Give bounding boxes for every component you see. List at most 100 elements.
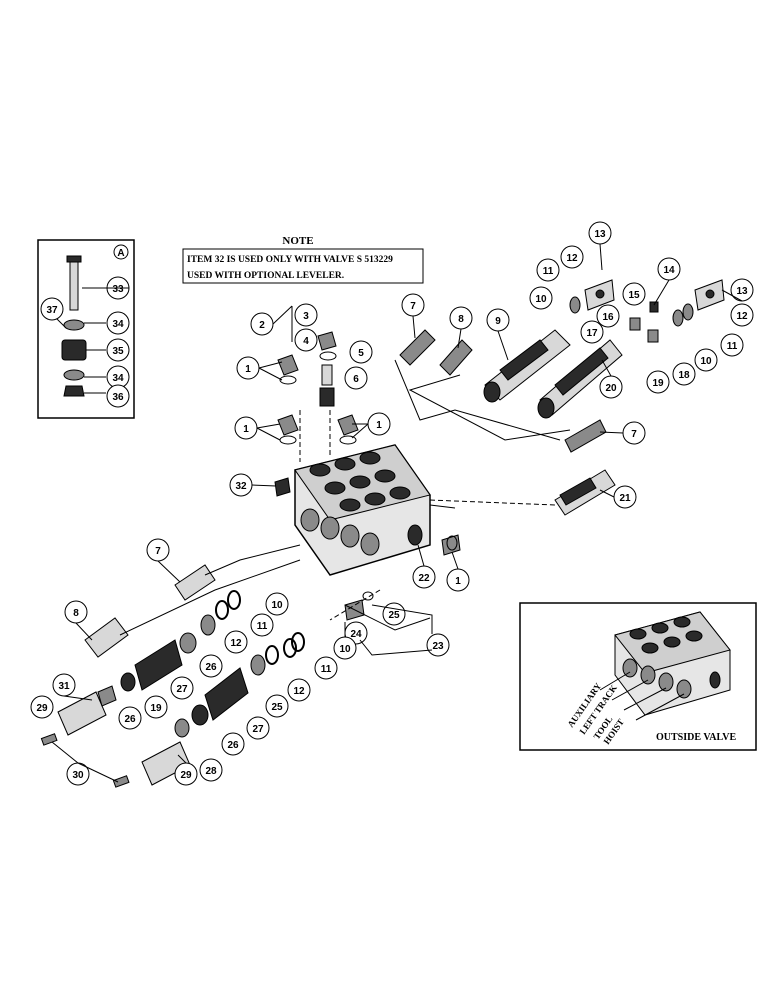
svg-text:12: 12 [293, 686, 305, 697]
svg-text:37: 37 [46, 305, 58, 316]
callout-2: 2 [250, 312, 274, 336]
callout-10d: 10 [333, 636, 357, 660]
end-caps-29 [40, 685, 191, 788]
svg-text:25: 25 [388, 610, 400, 621]
svg-text:35: 35 [112, 346, 124, 357]
svg-text:1: 1 [245, 364, 251, 375]
callout-25b: 25 [265, 694, 289, 718]
detail-a-panel: A [37, 239, 135, 419]
bushing-part [61, 339, 87, 361]
callout-6: 6 [344, 366, 368, 390]
svg-text:13: 13 [736, 286, 748, 297]
callout-34a: 34 [106, 311, 130, 335]
callout-12d: 12 [287, 678, 311, 702]
svg-text:19: 19 [150, 703, 162, 714]
callout-28: 28 [199, 758, 223, 782]
callout-11c: 11 [250, 613, 274, 637]
svg-text:36: 36 [112, 392, 124, 403]
callout-13b: 13 [730, 278, 754, 302]
callout-11b: 11 [720, 333, 744, 357]
svg-text:19: 19 [652, 378, 664, 389]
spring-caps [120, 590, 305, 738]
callout-23: 23 [426, 633, 450, 657]
svg-text:22: 22 [418, 573, 430, 584]
svg-text:5: 5 [358, 348, 364, 359]
callout-35: 35 [106, 338, 130, 362]
callout-26c: 26 [118, 706, 142, 730]
note-line-2: USED WITH OPTIONAL LEVELER. [187, 271, 344, 281]
callout-1b: 1 [234, 416, 258, 440]
callout-8a: 8 [449, 306, 473, 330]
callout-37: 37 [40, 297, 64, 321]
callout-3: 3 [294, 303, 318, 327]
svg-text:25: 25 [271, 702, 283, 713]
svg-text:15: 15 [628, 290, 640, 301]
callout-26a: 26 [199, 654, 223, 678]
callout-10b: 10 [694, 348, 718, 372]
callout-7c: 7 [146, 538, 170, 562]
callout-5: 5 [349, 340, 373, 364]
callout-14: 14 [657, 257, 681, 281]
callout-18: 18 [672, 362, 696, 386]
svg-text:7: 7 [155, 546, 161, 557]
callout-7a: 7 [401, 293, 425, 317]
callout-25a: 25 [382, 602, 406, 626]
callout-12b: 12 [730, 303, 754, 327]
relief-parts-lower [344, 534, 461, 621]
note-line-1: ITEM 32 IS USED ONLY WITH VALVE S 513229 [187, 255, 393, 265]
callout-31: 31 [52, 673, 76, 697]
callout-11d: 11 [314, 656, 338, 680]
svg-text:10: 10 [339, 644, 351, 655]
nut-part [63, 385, 85, 397]
svg-text:1: 1 [243, 424, 249, 435]
svg-text:14: 14 [663, 265, 675, 276]
callout-leaders [51, 243, 743, 783]
callout-20: 20 [599, 375, 623, 399]
svg-text:16: 16 [602, 312, 614, 323]
cartridge-7-right [564, 419, 607, 453]
callout-17: 17 [580, 320, 604, 344]
callout-29b: 29 [174, 762, 198, 786]
svg-text:29: 29 [180, 770, 192, 781]
cartridge-7-left [174, 564, 216, 601]
callout-10a: 10 [529, 286, 553, 310]
svg-text:26: 26 [227, 740, 239, 751]
callout-9: 9 [486, 308, 510, 332]
svg-text:18: 18 [678, 370, 690, 381]
spring-27-upper [134, 639, 183, 691]
end-cap-right [569, 279, 725, 343]
callout-19a: 19 [646, 370, 670, 394]
callout-1c: 1 [367, 412, 391, 436]
callout-4: 4 [294, 328, 318, 352]
svg-text:28: 28 [205, 766, 217, 777]
spool-9 [483, 329, 571, 403]
callout-1d: 1 [446, 568, 470, 592]
callout-29a: 29 [30, 695, 54, 719]
svg-text:33: 33 [112, 284, 124, 295]
callout-27a: 27 [170, 676, 194, 700]
callout-7b: 7 [622, 421, 646, 445]
cartridge-8-left [84, 617, 129, 658]
washer-part [63, 319, 85, 331]
svg-text:2: 2 [259, 320, 265, 331]
svg-text:23: 23 [432, 641, 444, 652]
spool-20 [537, 339, 623, 419]
svg-text:9: 9 [495, 316, 501, 327]
note-block: NOTE ITEM 32 IS USED ONLY WITH VALVE S 5… [182, 235, 424, 284]
svg-text:24: 24 [350, 629, 362, 640]
cartridge-21 [554, 469, 616, 516]
callout-8b: 8 [64, 600, 88, 624]
svg-text:26: 26 [205, 662, 217, 673]
callout-12a: 12 [560, 245, 584, 269]
svg-text:1: 1 [376, 420, 382, 431]
callout-19b: 19 [144, 695, 168, 719]
svg-text:7: 7 [631, 429, 637, 440]
svg-text:31: 31 [58, 681, 70, 692]
svg-text:34: 34 [112, 319, 124, 330]
svg-text:3: 3 [303, 311, 309, 322]
svg-text:8: 8 [73, 608, 79, 619]
svg-text:27: 27 [176, 684, 188, 695]
svg-text:17: 17 [586, 328, 598, 339]
svg-text:7: 7 [410, 301, 416, 312]
plugs-upper [274, 331, 359, 497]
